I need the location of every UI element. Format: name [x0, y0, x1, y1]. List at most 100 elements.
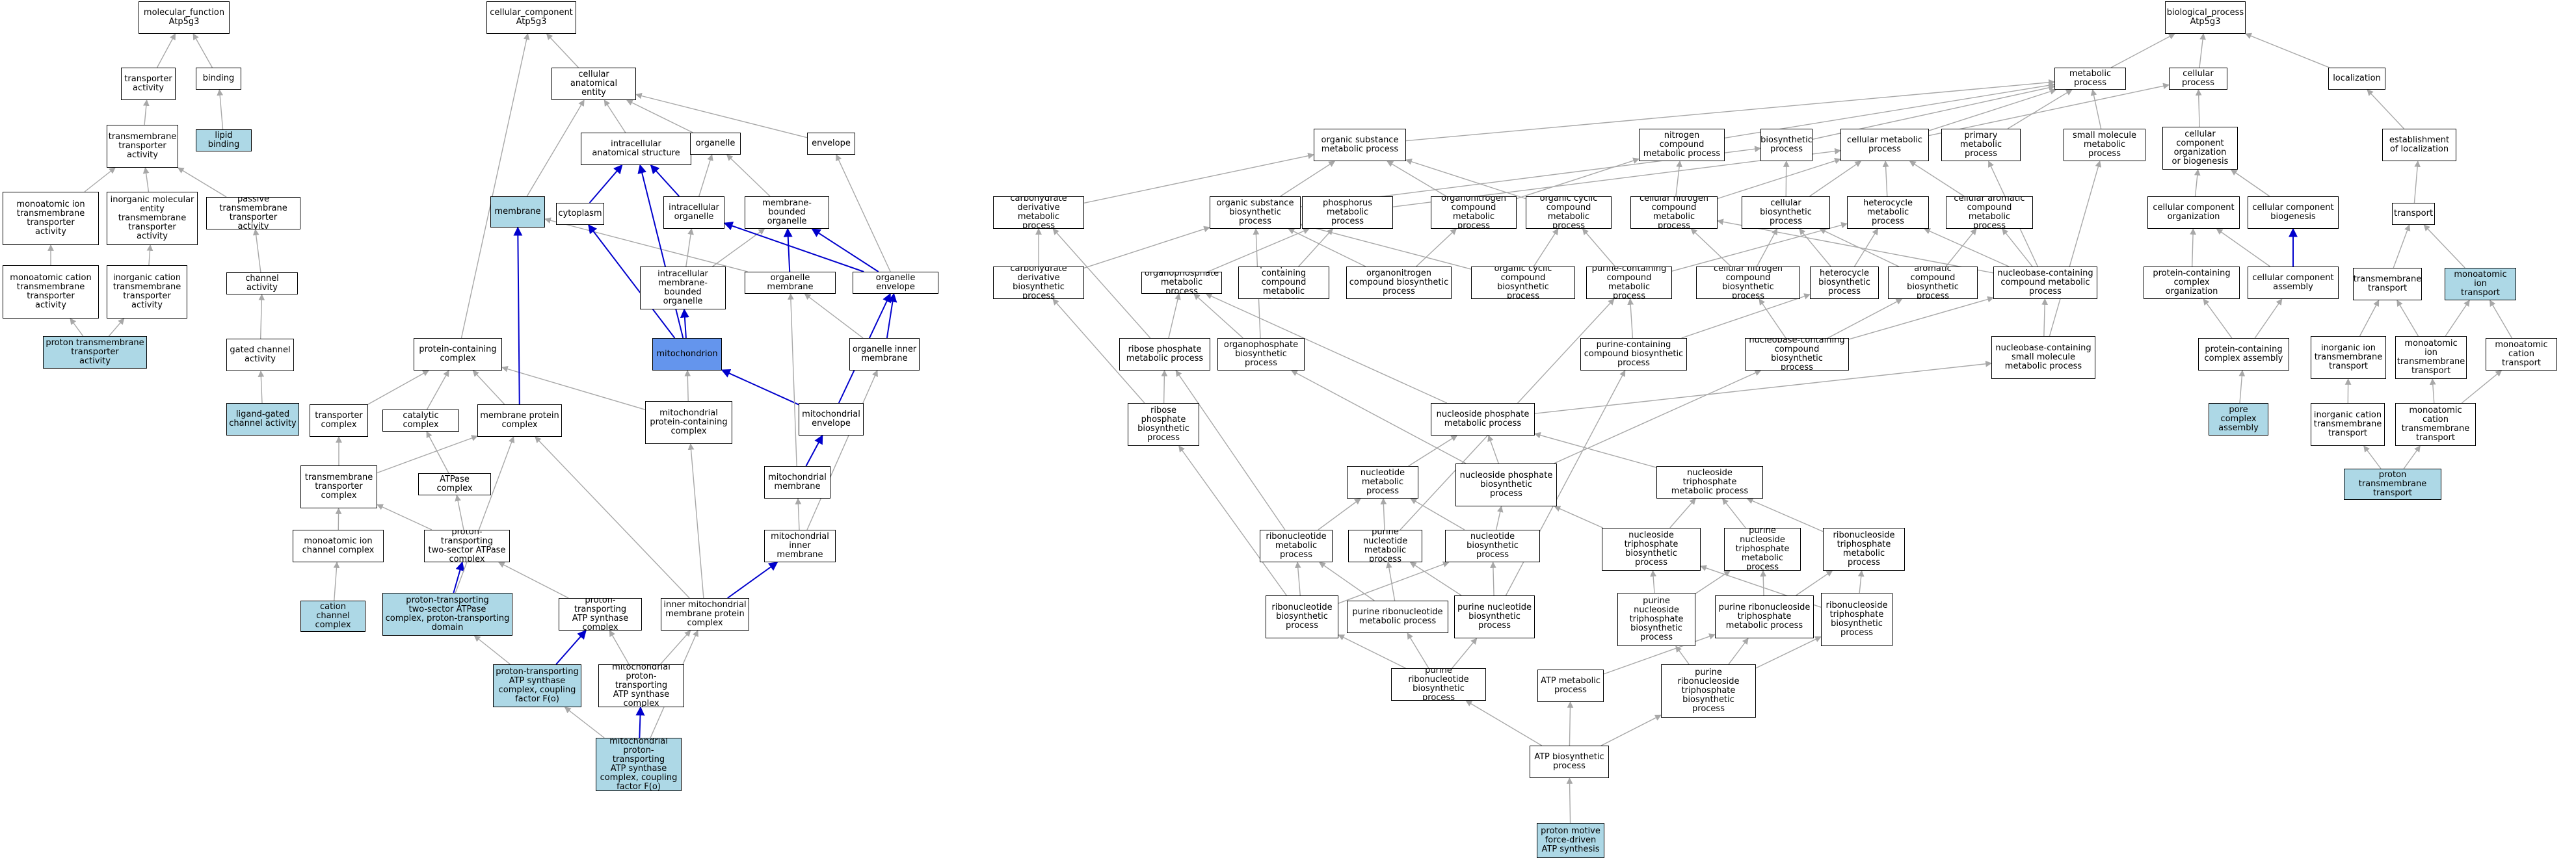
- node-proton_ta: proton transmembrane transporter activit…: [43, 336, 147, 369]
- edge-cdmp-to-osmp: [1083, 152, 1314, 203]
- node-acbp: aromatic compound biosynthetic process: [1888, 267, 1978, 299]
- edge-pnbp-to-nbp: [1490, 562, 1496, 596]
- edge-rpbp-to-cdbp: [1052, 298, 1145, 404]
- node-ntpbp: nucleoside triphosphate biosynthetic pro…: [1602, 528, 1701, 571]
- edge-envelope-to-cae: [635, 92, 808, 138]
- node-hetbp: heterocycle biosynthetic process: [1810, 267, 1879, 299]
- edge-pmf-to-atpbp: [1566, 777, 1573, 824]
- node-monocat: monoatomic cation transmembrane transpor…: [3, 265, 99, 319]
- edge-imm_pc-to-mimm: [727, 562, 778, 599]
- edge-purcbp-to-purcmp: [1627, 298, 1634, 339]
- node-ptwodom: proton-transporting two-sector ATPase co…: [382, 593, 512, 636]
- node-ccassem: cellular component assembly: [2248, 267, 2339, 299]
- edge-mito-to-cytoplasm: [588, 224, 676, 339]
- node-opmp: organophosphate metabolic process: [1141, 272, 1222, 294]
- edge-mpatps_fo-to-mpatps: [635, 706, 645, 738]
- node-imm_pc: inner mitochondrial membrane protein com…: [661, 598, 749, 631]
- edge-ccbio-to-ccob: [2230, 169, 2270, 197]
- edge-nbsm-to-nbcmp: [2041, 298, 2049, 337]
- edge-prntpbp-to-rntpbp: [1755, 636, 1822, 669]
- edge-cmp-to-cellproc: [1928, 83, 2170, 137]
- node-rpbp: ribose phosphate biosynthetic process: [1128, 403, 1199, 446]
- node-ocbp: organic cyclic compound biosynthetic pro…: [1471, 267, 1575, 299]
- node-pmp: primary metabolic process: [1941, 129, 2021, 161]
- edge-rntpmp-to-ntpmp: [1746, 498, 1824, 532]
- node-cnmp: cellular nitrogen compound metabolic pro…: [1630, 196, 1718, 229]
- edge-prntpbp-to-prntpmp: [1728, 638, 1749, 665]
- node-ccob: cellular component organization or bioge…: [2162, 127, 2238, 170]
- edge-ptt-to-mocatt: [2403, 445, 2421, 469]
- node-nbcbp: nucleobase-containing compound biosynthe…: [1745, 338, 1849, 371]
- edge-ocmp-to-osmp: [1405, 159, 1526, 200]
- node-tmta: transmembrane transporter activity: [107, 125, 178, 168]
- edge-intorg-to-ias: [650, 164, 680, 197]
- node-local: localization: [2328, 68, 2385, 90]
- edge-rnmp-to-rpmp: [1175, 370, 1286, 530]
- edge-hetmp-to-cmp: [1882, 161, 1889, 197]
- edge-nbp-to-nucmp: [1410, 498, 1465, 530]
- edge-cnmp-to-cmp: [1717, 157, 1841, 200]
- edge-hetbp-to-hetmp: [1853, 228, 1879, 267]
- node-osmp: organic substance metabolic process: [1314, 129, 1406, 161]
- edge-nbcbp-to-nbcmp: [1848, 296, 1994, 340]
- edge-prntpbp-to-pntpbp: [1675, 645, 1690, 665]
- node-envelope: envelope: [807, 133, 855, 155]
- edge-rntpbp-to-rntpmp: [1857, 570, 1865, 593]
- edge-cae-to-cc: [546, 33, 579, 68]
- node-transport: transport: [2392, 203, 2435, 225]
- edge-tmta-to-ta: [142, 99, 150, 125]
- node-onmp: organonitrogen compound metabolic proces…: [1431, 196, 1517, 229]
- node-mpatps: mitochondrial proton-transporting ATP sy…: [598, 664, 684, 707]
- edge-purcbp-to-hetbp: [1681, 293, 1811, 339]
- node-ligand: ligand-gated channel activity: [226, 403, 299, 436]
- node-cbp: cellular biosynthetic process: [1742, 196, 1830, 229]
- edge-cncbp-to-cbp: [1756, 228, 1778, 267]
- edge-pcca-to-ccassem: [2254, 298, 2283, 339]
- edge-pcco-to-ccorg: [2190, 228, 2196, 267]
- node-rpmp: ribose phosphate metabolic process: [1119, 338, 1210, 371]
- edge-prnbp-to-rnbp: [1338, 634, 1406, 669]
- edge-npmp-to-opmp: [1205, 293, 1448, 404]
- node-pcca: protein-containing complex assembly: [2198, 338, 2289, 371]
- edge-nbsm-to-smmp: [2049, 161, 2102, 337]
- edge-rnbp-to-rnmp: [1294, 562, 1301, 596]
- node-inorgcat: inorganic cation transmembrane transport…: [107, 265, 187, 319]
- node-moitt: monoatomic ion transmembrane transport: [2395, 336, 2467, 379]
- node-nucmp: nucleotide metabolic process: [1347, 466, 1418, 499]
- edge-mpc-to-membrane: [513, 226, 523, 405]
- edge-prnmp-to-rnmp: [1318, 562, 1375, 601]
- edge-camp-to-cmp: [1909, 161, 1965, 197]
- node-orgmem: organelle membrane: [745, 272, 836, 294]
- edge-local-to-bp: [2245, 33, 2330, 68]
- node-rntpmp: ribonucleoside triphosphate metabolic pr…: [1823, 528, 1905, 571]
- edge-passive-to-tmta: [177, 167, 227, 198]
- edge-pccmp-to-phmp: [1298, 228, 1333, 267]
- node-nbcmp: nucleobase-containing compound metabolic…: [1993, 267, 2097, 299]
- edge-patps_fo-to-ptwodom: [473, 635, 511, 665]
- edge-moitt-to-monotrans: [2445, 300, 2470, 337]
- edge-cnmp-to-ncmp: [1675, 161, 1682, 197]
- node-ptwo: proton-transporting two-sector ATPase co…: [424, 530, 510, 562]
- edge-nucmp-to-npmp: [1408, 435, 1458, 467]
- edge-bind-to-mf: [193, 33, 213, 68]
- node-orgenv: organelle envelope: [853, 272, 938, 294]
- edge-mitopcc-to-pcc: [501, 365, 646, 410]
- edge-prnbp-to-prnmp: [1407, 632, 1429, 669]
- edge-ntpbp-to-npbp: [1554, 506, 1603, 528]
- edge-mocatt-to-moct: [2461, 370, 2503, 404]
- node-gated: gated channel activity: [226, 339, 294, 371]
- edge-onmp-to-ncmp: [1516, 157, 1640, 200]
- node-monotrans: monoatomic ion transport: [2445, 268, 2516, 300]
- node-cae: cellular anatomical entity: [551, 68, 636, 100]
- edge-proton_ta-to-inorgcat: [108, 318, 125, 337]
- node-tmtcx: transmembrane transporter complex: [300, 465, 377, 508]
- edge-transport-to-estloc: [2413, 161, 2421, 203]
- node-catchan: cation channel complex: [300, 601, 365, 632]
- edge-catcx-to-pcc: [426, 370, 449, 410]
- edge-pcca-to-pcco: [2203, 298, 2233, 339]
- node-mitoenv: mitochondrial envelope: [799, 403, 864, 436]
- edge-imm_pc-to-mpc: [535, 436, 690, 599]
- node-estloc: establishment of localization: [2382, 129, 2456, 161]
- edge-orginner-to-orgmem: [804, 293, 864, 339]
